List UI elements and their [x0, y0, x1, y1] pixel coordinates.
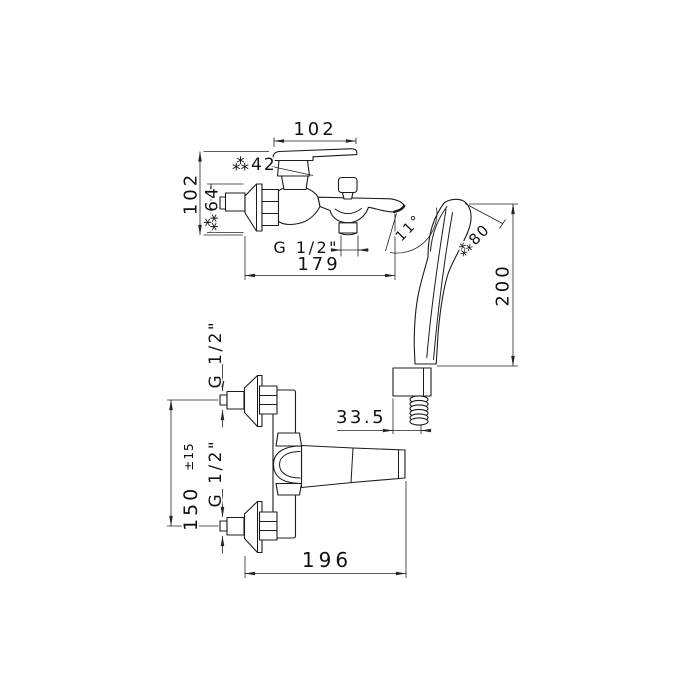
dim-label-spout-angle: 11° [393, 212, 426, 245]
centers-value: 150 [180, 486, 202, 531]
dim-label-cartridge-dia: ⁂42 [232, 155, 277, 175]
hand-shower [392, 198, 472, 426]
spray-face-line [430, 206, 448, 252]
dim-label-inlet-thread-bottom: G 1/2" [206, 439, 226, 508]
dim-label-shower-length: 200 [493, 263, 514, 306]
wall-stub [219, 520, 228, 532]
spout-arm [317, 196, 405, 224]
side-view: 102 ⁂42 102 ⁂64 G 1/2" 179 11° ⁂80 200 3… [179, 117, 518, 434]
dim-label-inlet-thread-top: G 1/2" [206, 320, 226, 389]
cartridge-ring [280, 175, 309, 191]
inlet-connection-top [219, 374, 278, 428]
wall-flange [244, 183, 263, 232]
dim-label-inlet-centers: 150 ±15 [180, 442, 202, 531]
front-view: G 1/2" 150 ±15 G 1/2" 196 [167, 318, 407, 578]
dim-label-outlet-thread: G 1/2" [273, 238, 339, 257]
bowl-line [334, 208, 362, 215]
shower-hose-coil [409, 395, 429, 426]
centers-tolerance: ±15 [182, 442, 196, 470]
dim-label-overall-width: 196 [302, 548, 352, 572]
shower-holder [392, 367, 432, 397]
front-view-dimensions: G 1/2" 150 ±15 G 1/2" 196 [167, 318, 407, 578]
mixer-body-side [272, 148, 406, 236]
hex-nut [261, 188, 280, 227]
dim-label-depth: 179 [297, 254, 340, 275]
pivot-collar-bottom [275, 482, 303, 496]
body-bulge [277, 185, 321, 225]
inlet-connection-bottom [219, 500, 278, 554]
eccentric-connector [226, 516, 245, 536]
dim-label-holder-offset: 33.5 [336, 407, 386, 428]
dim-label-flange-dia: ⁂64 [203, 186, 223, 231]
wall-stub [219, 394, 228, 406]
shower-outlet [338, 222, 358, 234]
hex-nut [258, 511, 278, 541]
handle-pivot [272, 445, 303, 485]
handle-lever-side [272, 148, 358, 162]
side-view-dimensions: 102 ⁂42 102 ⁂64 G 1/2" 179 11° ⁂80 200 3… [179, 117, 518, 434]
diverter-stem [341, 191, 354, 200]
diverter-knob [337, 176, 358, 194]
shower-head [413, 198, 472, 365]
hex-nut [258, 385, 278, 415]
eccentric-connector [224, 192, 246, 212]
dim-label-overall-height: 102 [181, 172, 202, 215]
dim-label-handle-length: 102 [293, 119, 336, 140]
wall-connection-side [219, 183, 280, 232]
spout-lip [392, 204, 406, 214]
eccentric-connector [226, 390, 245, 410]
pivot-collar-top [275, 432, 303, 447]
